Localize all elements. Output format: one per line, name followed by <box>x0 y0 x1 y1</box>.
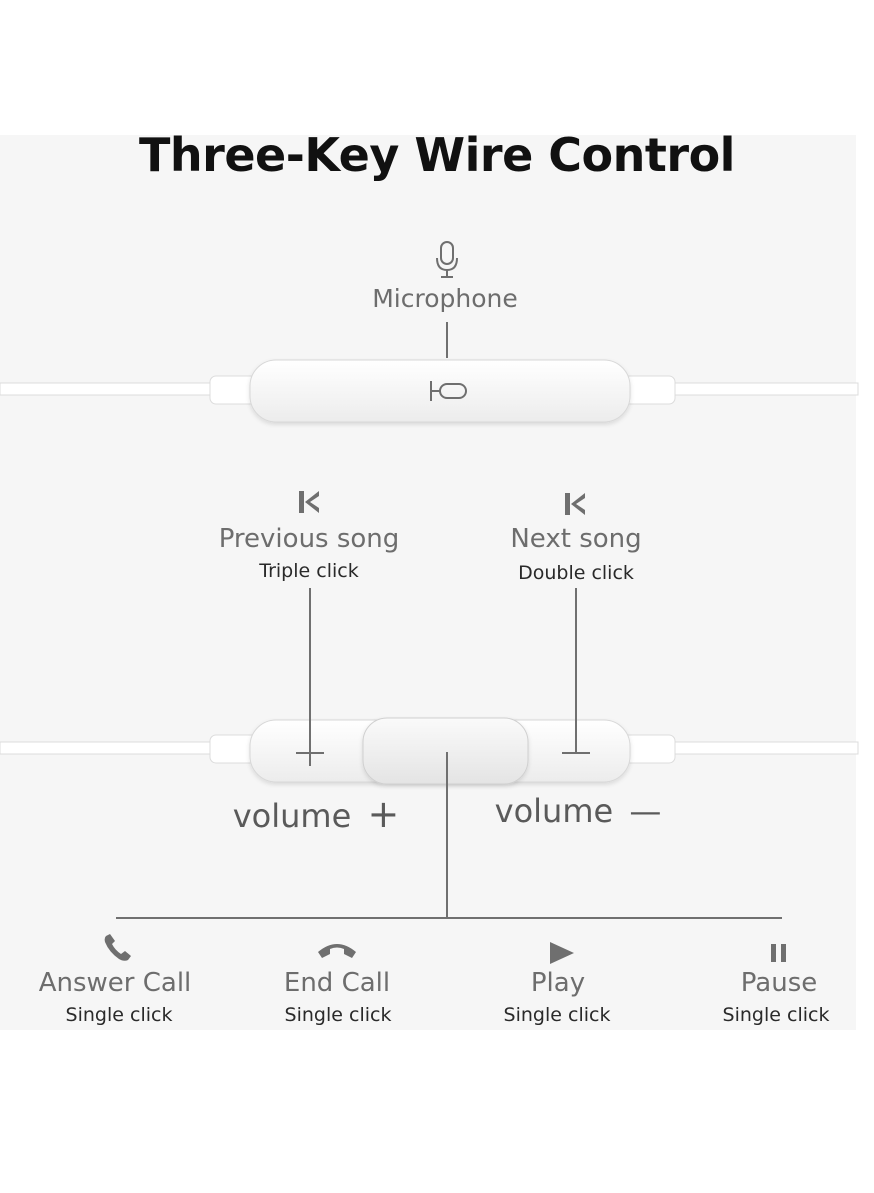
three-key-remote <box>0 717 859 785</box>
pause-icon <box>771 944 786 962</box>
play-icon <box>550 942 574 964</box>
next-song-label: Next song <box>510 524 642 554</box>
page-title: Three-Key Wire Control <box>139 128 735 182</box>
next-song-action: Double click <box>518 562 634 584</box>
volume-up-symbol: + <box>367 792 400 836</box>
cable-left-bottom <box>0 741 216 755</box>
volume-down-text: volume <box>494 792 614 830</box>
previous-song-action: Triple click <box>259 560 359 582</box>
hang-up-icon <box>318 944 356 958</box>
center-button <box>362 717 529 785</box>
pause-action: Single click <box>722 1004 830 1026</box>
microphone-icon <box>436 241 458 278</box>
previous-song-label: Previous song <box>218 524 400 554</box>
play-label: Play <box>530 968 586 998</box>
microphone-label: Microphone <box>372 284 518 313</box>
answer-call-label: Answer Call <box>38 968 192 998</box>
volume-down-symbol: — <box>629 792 662 830</box>
phone-icon <box>104 934 131 961</box>
previous-icon <box>299 491 319 513</box>
answer-call-action: Single click <box>65 1004 173 1026</box>
microphone-remote <box>0 322 859 423</box>
cable-left-top <box>0 382 216 396</box>
volume-down-label: volume — <box>495 792 662 830</box>
next-icon <box>565 493 585 515</box>
pause-label: Pause <box>740 968 818 998</box>
end-call-action: Single click <box>284 1004 392 1026</box>
diagram-panel <box>0 135 856 1030</box>
volume-up-text: volume <box>232 797 352 835</box>
volume-up-label: volume + <box>233 792 400 836</box>
play-action: Single click <box>503 1004 611 1026</box>
end-call-label: End Call <box>283 968 391 998</box>
mic-port-icon <box>430 381 467 401</box>
